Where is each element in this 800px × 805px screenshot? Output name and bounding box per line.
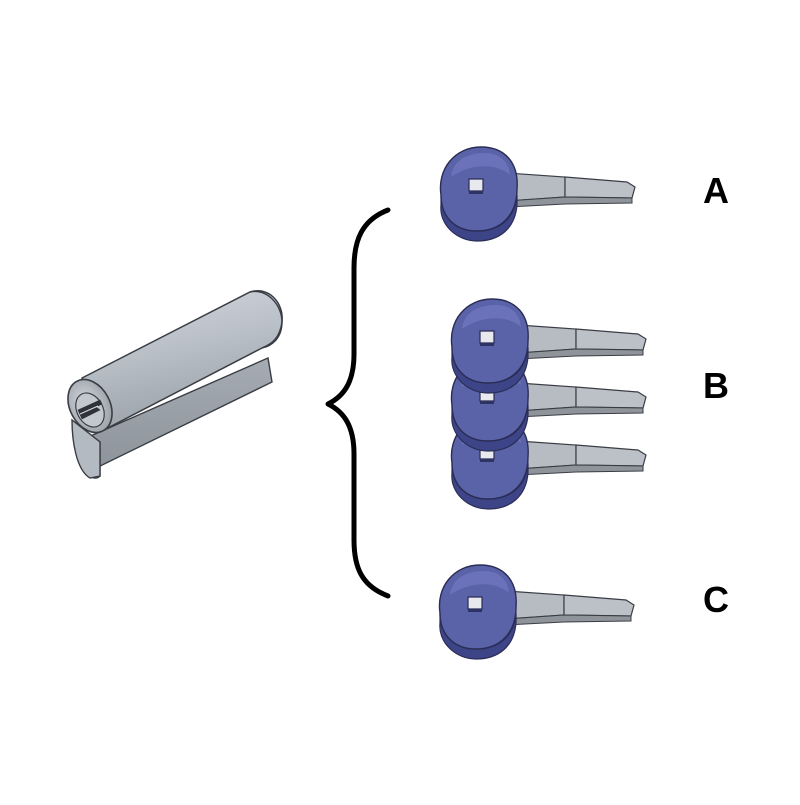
key-a-icon (439, 146, 636, 242)
group-label-c: C (703, 579, 729, 620)
curly-brace-icon (325, 207, 391, 599)
group-label-b: B (703, 365, 729, 406)
group-label-a: A (703, 170, 729, 211)
key-b-1-icon (450, 298, 647, 394)
lock-cylinder-icon (67, 289, 283, 479)
key-c-icon (438, 564, 635, 660)
